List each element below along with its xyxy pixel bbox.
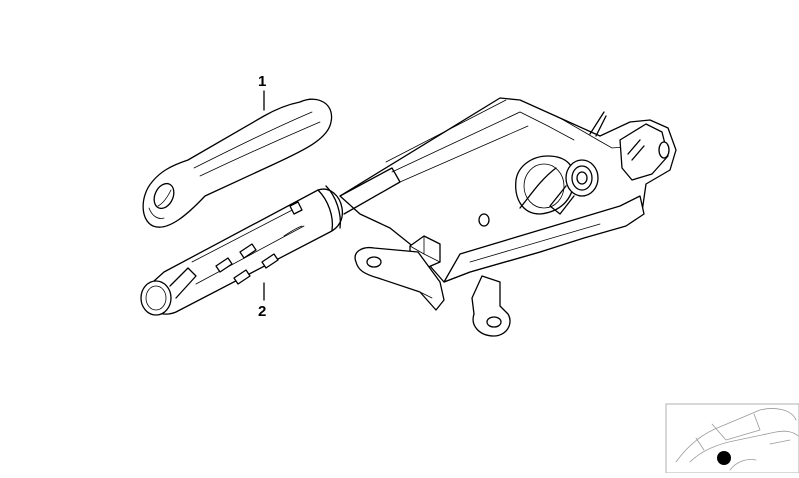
callout-1-label: 1: [258, 73, 267, 90]
car-location-thumbnail: [665, 403, 799, 474]
callout-2-label: 2: [258, 303, 267, 320]
handbrake-grip: [142, 98, 333, 228]
handbrake-lever: [140, 97, 677, 337]
location-marker: [717, 451, 731, 465]
